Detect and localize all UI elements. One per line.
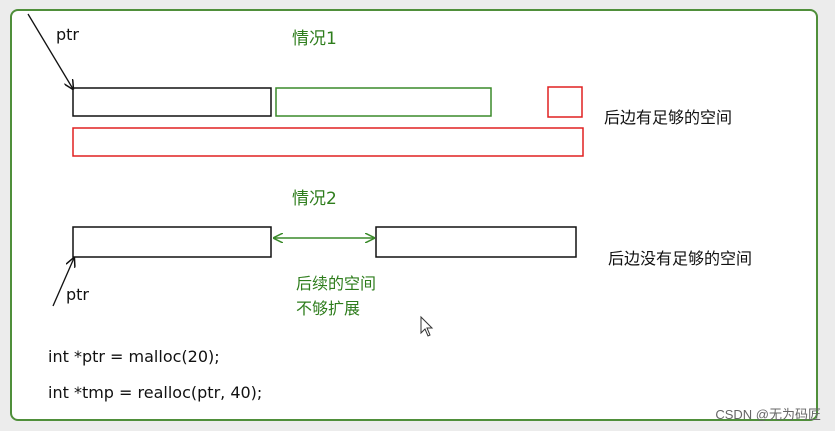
case1-pointer-arrow [27,13,73,89]
code-line-realloc: int *tmp = realloc(ptr, 40); [48,383,263,402]
code-line-malloc: int *ptr = malloc(20); [48,347,220,366]
case1-resized-block [72,127,584,157]
case1-title: 情况1 [292,29,337,49]
case2-gap-note-line2: 不够扩展 [296,299,361,318]
diagram-frame [10,9,818,421]
case2-ptr-label: ptr [66,285,90,304]
case2-note: 后边没有足够的空间 [608,249,753,268]
case1-ptr-label: ptr [56,25,80,44]
case2-gap-note-line1: 后续的空间 [296,274,377,293]
watermark: CSDN @无为码匠 [715,407,821,422]
case1-extension-block [275,87,492,117]
case2-title: 情况2 [292,189,337,209]
case2-occupied-block [375,226,577,258]
case1-note: 后边有足够的空间 [604,108,733,127]
case2-pointer-arrow [52,258,74,307]
case1-original-block [72,87,272,117]
case1-small-red-block [547,86,583,118]
case2-original-block [72,226,272,258]
mouse-cursor-icon [420,315,434,337]
